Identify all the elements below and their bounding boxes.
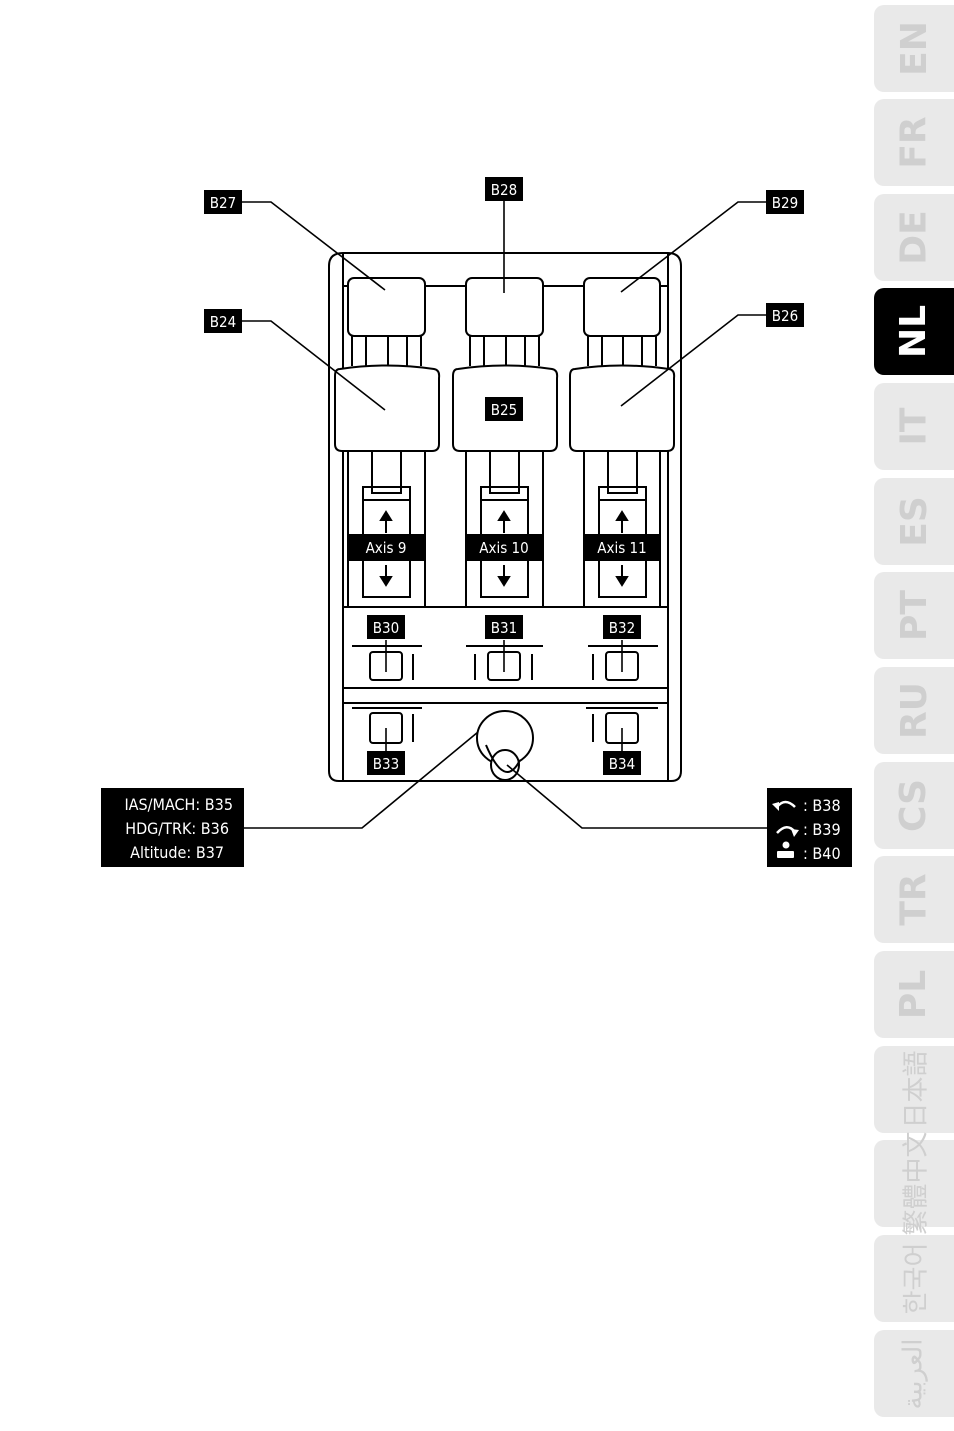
label-b32: B32 xyxy=(609,619,635,637)
callout-ias-mach: IAS/MACH: B35 xyxy=(124,795,233,814)
axis-11-label: Axis 11 xyxy=(597,539,646,557)
lang-tab-pl[interactable]: PL xyxy=(874,951,954,1038)
lang-tab-ja[interactable]: 日本語 xyxy=(874,1046,954,1133)
callout-b38: : B38 xyxy=(803,796,841,815)
lang-tab-tr[interactable]: TR xyxy=(874,856,954,943)
knob-press-callout xyxy=(101,788,244,867)
axis-9-label: Axis 9 xyxy=(366,539,407,557)
label-b26: B26 xyxy=(772,307,798,325)
lang-tab-ru[interactable]: RU xyxy=(874,667,954,754)
lang-tab-es[interactable]: ES xyxy=(874,478,954,565)
lever-3 xyxy=(569,277,676,608)
language-tabs: EN FR DE NL IT ES PT RU CS TR PL 日本語 繁體中… xyxy=(874,0,954,1431)
callout-b40: : B40 xyxy=(803,844,841,863)
push-icon xyxy=(777,841,794,858)
lang-tab-zh[interactable]: 繁體中文 xyxy=(874,1131,954,1236)
label-b30: B30 xyxy=(373,619,399,637)
label-b33: B33 xyxy=(373,755,399,773)
lang-tab-it[interactable]: IT xyxy=(874,383,954,470)
lang-tab-fr[interactable]: FR xyxy=(874,99,954,186)
lang-tab-ko[interactable]: 한국어 xyxy=(874,1235,954,1322)
lever-1 xyxy=(334,277,441,608)
callout-b39: : B39 xyxy=(803,820,841,839)
label-b29: B29 xyxy=(772,194,798,212)
callout-altitude: Altitude: B37 xyxy=(130,843,224,862)
housing-outline xyxy=(328,252,682,782)
label-b28: B28 xyxy=(491,181,517,199)
label-b34: B34 xyxy=(609,755,635,773)
throttle-diagram: Axis 9 Axis 10 Axis 11 xyxy=(101,177,852,867)
label-b24: B24 xyxy=(210,313,236,331)
lang-tab-ar[interactable]: العربية xyxy=(874,1330,954,1417)
callout-hdg-trk: HDG/TRK: B36 xyxy=(125,819,229,838)
lang-tab-en[interactable]: EN xyxy=(874,5,954,92)
lang-tab-de[interactable]: DE xyxy=(874,194,954,281)
label-b31: B31 xyxy=(491,619,517,637)
axis-10-label: Axis 10 xyxy=(479,539,528,557)
lang-tab-nl[interactable]: NL xyxy=(874,288,954,375)
lang-tab-cs[interactable]: CS xyxy=(874,762,954,849)
lang-tab-pt[interactable]: PT xyxy=(874,572,954,659)
label-b25: B25 xyxy=(491,401,517,419)
label-b27: B27 xyxy=(210,194,236,212)
